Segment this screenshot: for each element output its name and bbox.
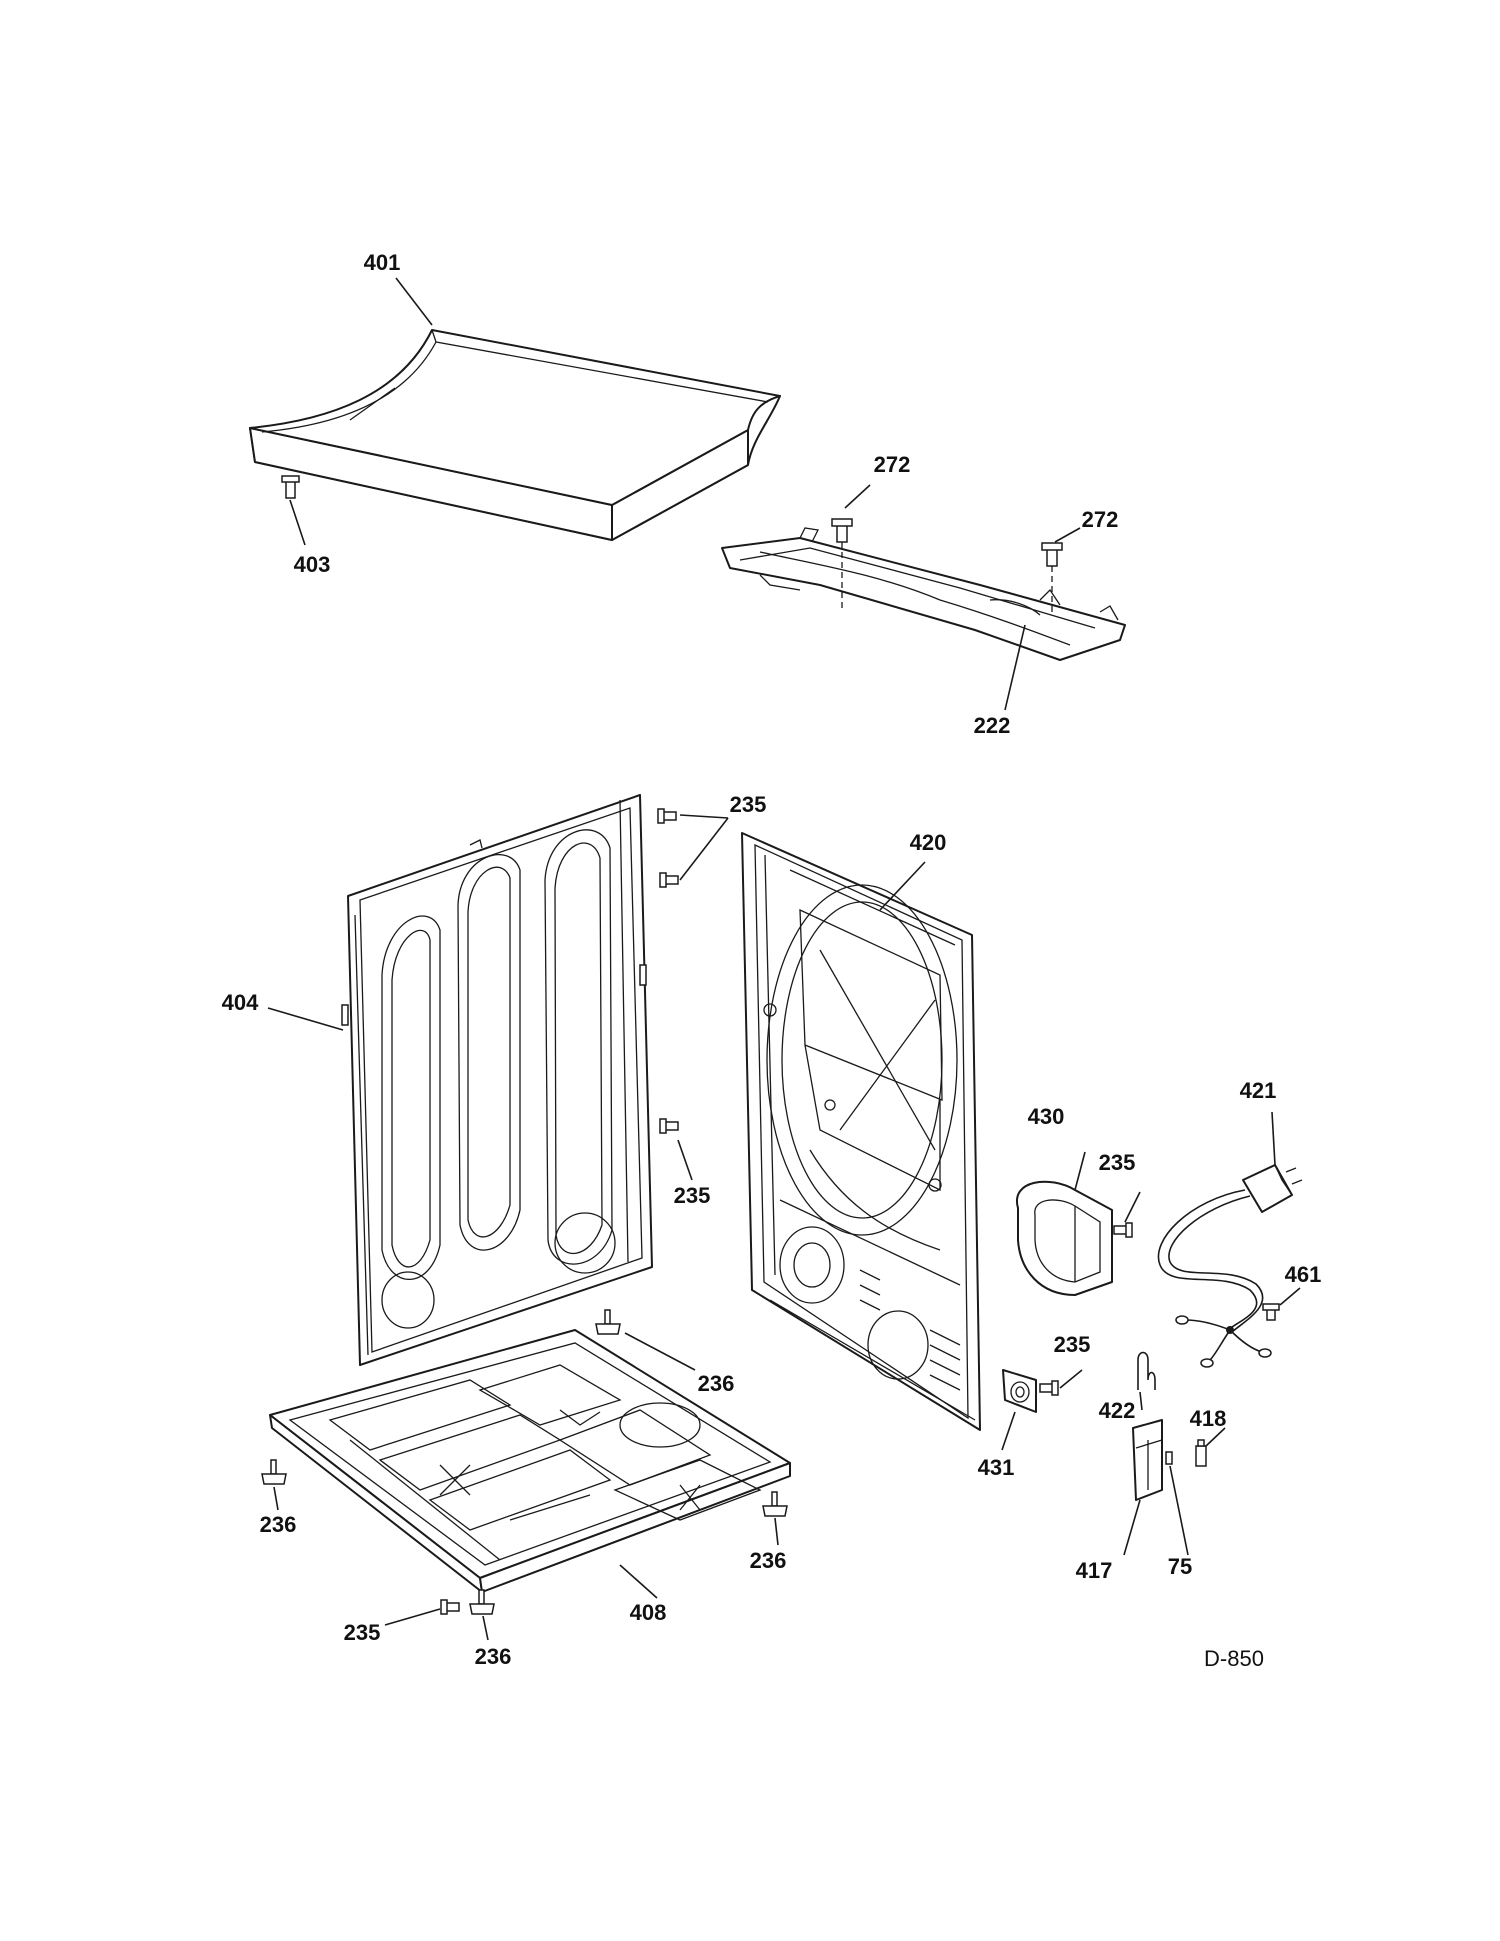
callout-421: 421	[1240, 1078, 1277, 1103]
top-panel-401	[249, 329, 781, 541]
callout-235-bottom: 235	[344, 1620, 381, 1645]
callout-236-rear: 236	[698, 1371, 735, 1396]
fuse-418	[1195, 1439, 1207, 1467]
leveling-foot-236-b	[261, 1459, 287, 1485]
callout-236-right: 236	[750, 1548, 787, 1573]
callout-236-bottom: 236	[475, 1644, 512, 1669]
callout-222: 222	[974, 713, 1011, 738]
callout-431: 431	[978, 1455, 1015, 1480]
callout-420: 420	[910, 830, 947, 855]
leveling-foot-236-a	[595, 1309, 621, 1335]
callout-235-terminal: 235	[1054, 1332, 1091, 1357]
screw-235-vent	[1113, 1222, 1133, 1238]
callout-417: 417	[1076, 1558, 1113, 1583]
power-cord-421	[1157, 1164, 1303, 1368]
callout-272-left: 272	[874, 452, 911, 477]
callout-235-top: 235	[730, 792, 767, 817]
callout-404: 404	[222, 990, 259, 1015]
screw-235-top-a	[657, 808, 677, 824]
screw-235-terminal	[1039, 1380, 1059, 1396]
screw-235-mid	[659, 1118, 679, 1134]
screw-461	[1262, 1303, 1280, 1321]
callout-461: 461	[1285, 1262, 1322, 1287]
screw-235-bottom	[440, 1599, 460, 1615]
rear-panel-420	[741, 832, 981, 1431]
callout-235-side: 235	[674, 1183, 711, 1208]
drawing-code: D-850	[1204, 1646, 1264, 1671]
screw-75	[1165, 1451, 1173, 1465]
side-panel-404	[341, 794, 653, 1366]
leader-lines	[267, 277, 1301, 1641]
callout-401: 401	[364, 250, 401, 275]
callout-408: 408	[630, 1600, 667, 1625]
terminal-cover-417	[1132, 1419, 1163, 1501]
callout-235-vent: 235	[1099, 1150, 1136, 1175]
screw-403	[281, 475, 300, 499]
callout-418: 418	[1190, 1406, 1227, 1431]
leveling-foot-236-d	[469, 1589, 495, 1615]
callout-236-left: 236	[260, 1512, 297, 1537]
screw-235-top-b	[659, 872, 679, 888]
clip-422	[1137, 1351, 1156, 1390]
callout-422: 422	[1099, 1398, 1136, 1423]
bracket-222	[721, 527, 1126, 661]
callouts: 401 403 272 272 222 235 420 404 235 430 …	[222, 250, 1322, 1669]
callout-75: 75	[1168, 1554, 1192, 1579]
leveling-foot-236-c	[762, 1491, 788, 1517]
callout-430: 430	[1028, 1104, 1065, 1129]
vent-bracket-430	[1015, 1180, 1113, 1296]
screw-272-right	[1041, 542, 1063, 615]
base-408	[269, 1329, 791, 1593]
terminal-bracket-431	[1002, 1369, 1037, 1413]
callout-272-right: 272	[1082, 507, 1119, 532]
callout-403: 403	[294, 552, 331, 577]
screw-272-left	[831, 518, 853, 610]
